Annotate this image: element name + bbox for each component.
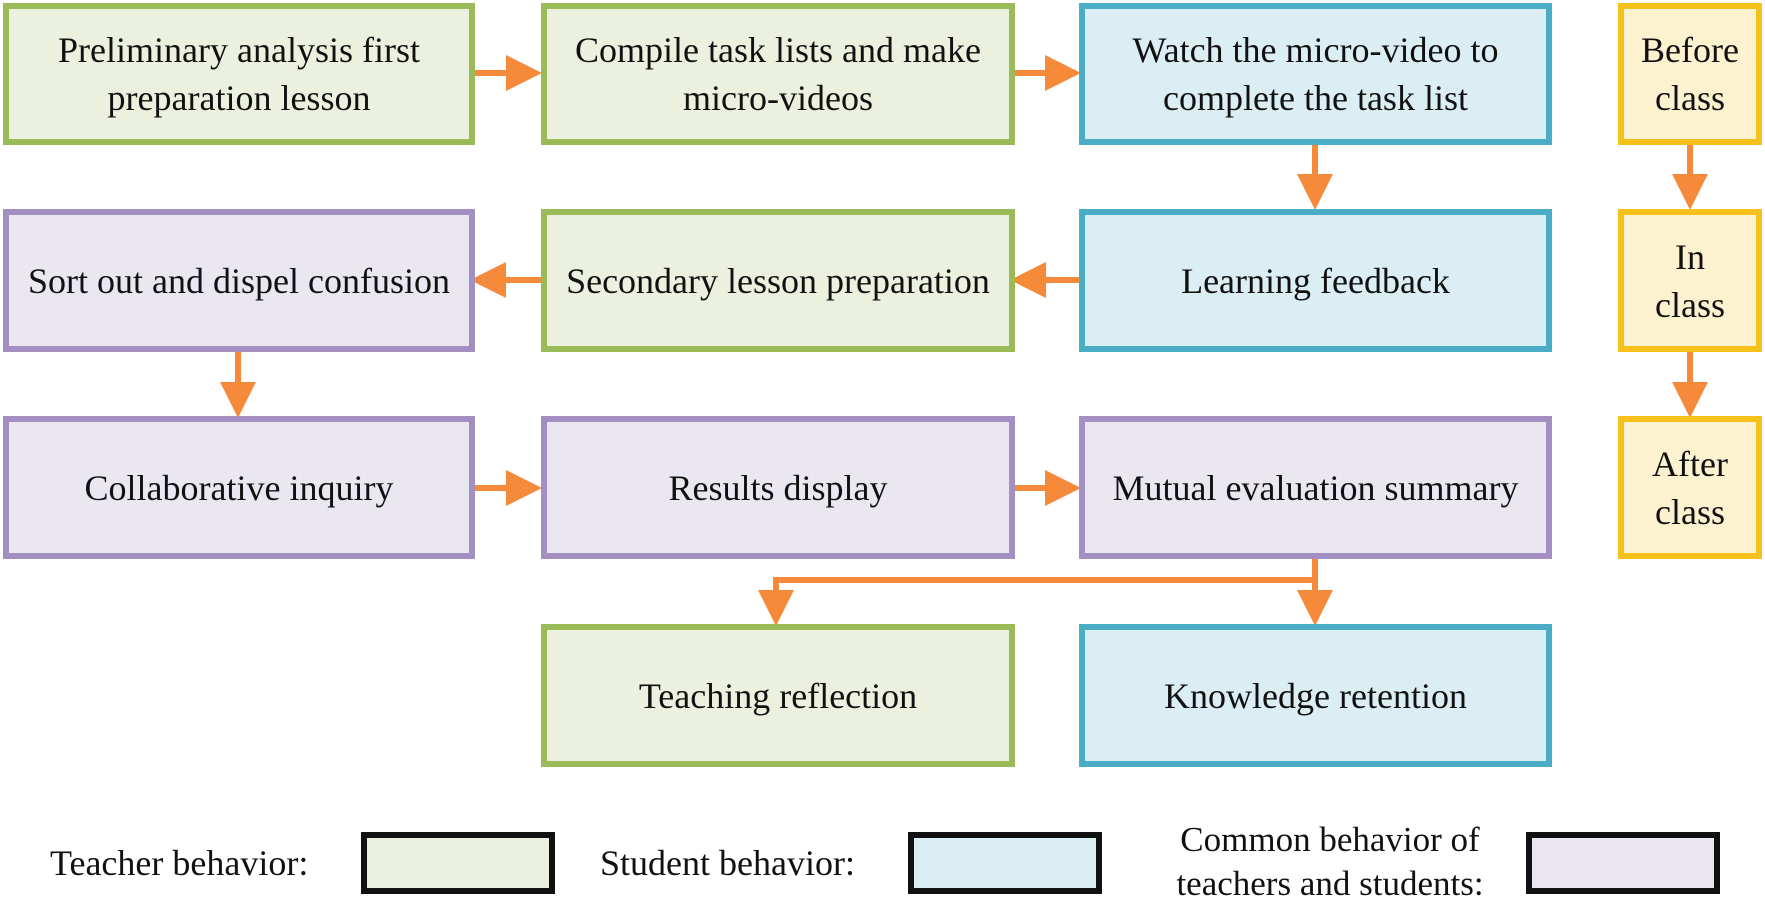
- phase-after-class: After class: [1618, 416, 1762, 559]
- node-knowledge-retention: Knowledge retention: [1079, 624, 1552, 767]
- legend-common-label: Common behavior of teachers and students…: [1176, 820, 1484, 903]
- legend-student-swatch: [908, 832, 1102, 894]
- legend-student-label: Student behavior:: [600, 843, 855, 883]
- node-secondary-preparation: Secondary lesson preparation: [541, 209, 1015, 352]
- node-preliminary-analysis: Preliminary analysis first preparation l…: [3, 3, 475, 145]
- node-teaching-reflection: Teaching reflection: [541, 624, 1015, 767]
- node-watch-micro-video: Watch the micro-video to complete the ta…: [1079, 3, 1552, 145]
- phase-before-class: Before class: [1618, 3, 1762, 145]
- legend-teacher-label: Teacher behavior:: [50, 843, 309, 883]
- node-mutual-evaluation: Mutual evaluation summary: [1079, 416, 1552, 559]
- node-collaborative-inquiry: Collaborative inquiry: [3, 416, 475, 559]
- node-compile-task-lists: Compile task lists and make micro-videos: [541, 3, 1015, 145]
- node-sort-out-confusion: Sort out and dispel confusion: [3, 209, 475, 352]
- legend-teacher-swatch: [361, 832, 555, 894]
- phase-in-class: In class: [1618, 209, 1762, 352]
- arrow-mutual-to-reflection: [758, 577, 1315, 626]
- legend-common-swatch: [1526, 832, 1720, 894]
- node-results-display: Results display: [541, 416, 1015, 559]
- node-learning-feedback: Learning feedback: [1079, 209, 1552, 352]
